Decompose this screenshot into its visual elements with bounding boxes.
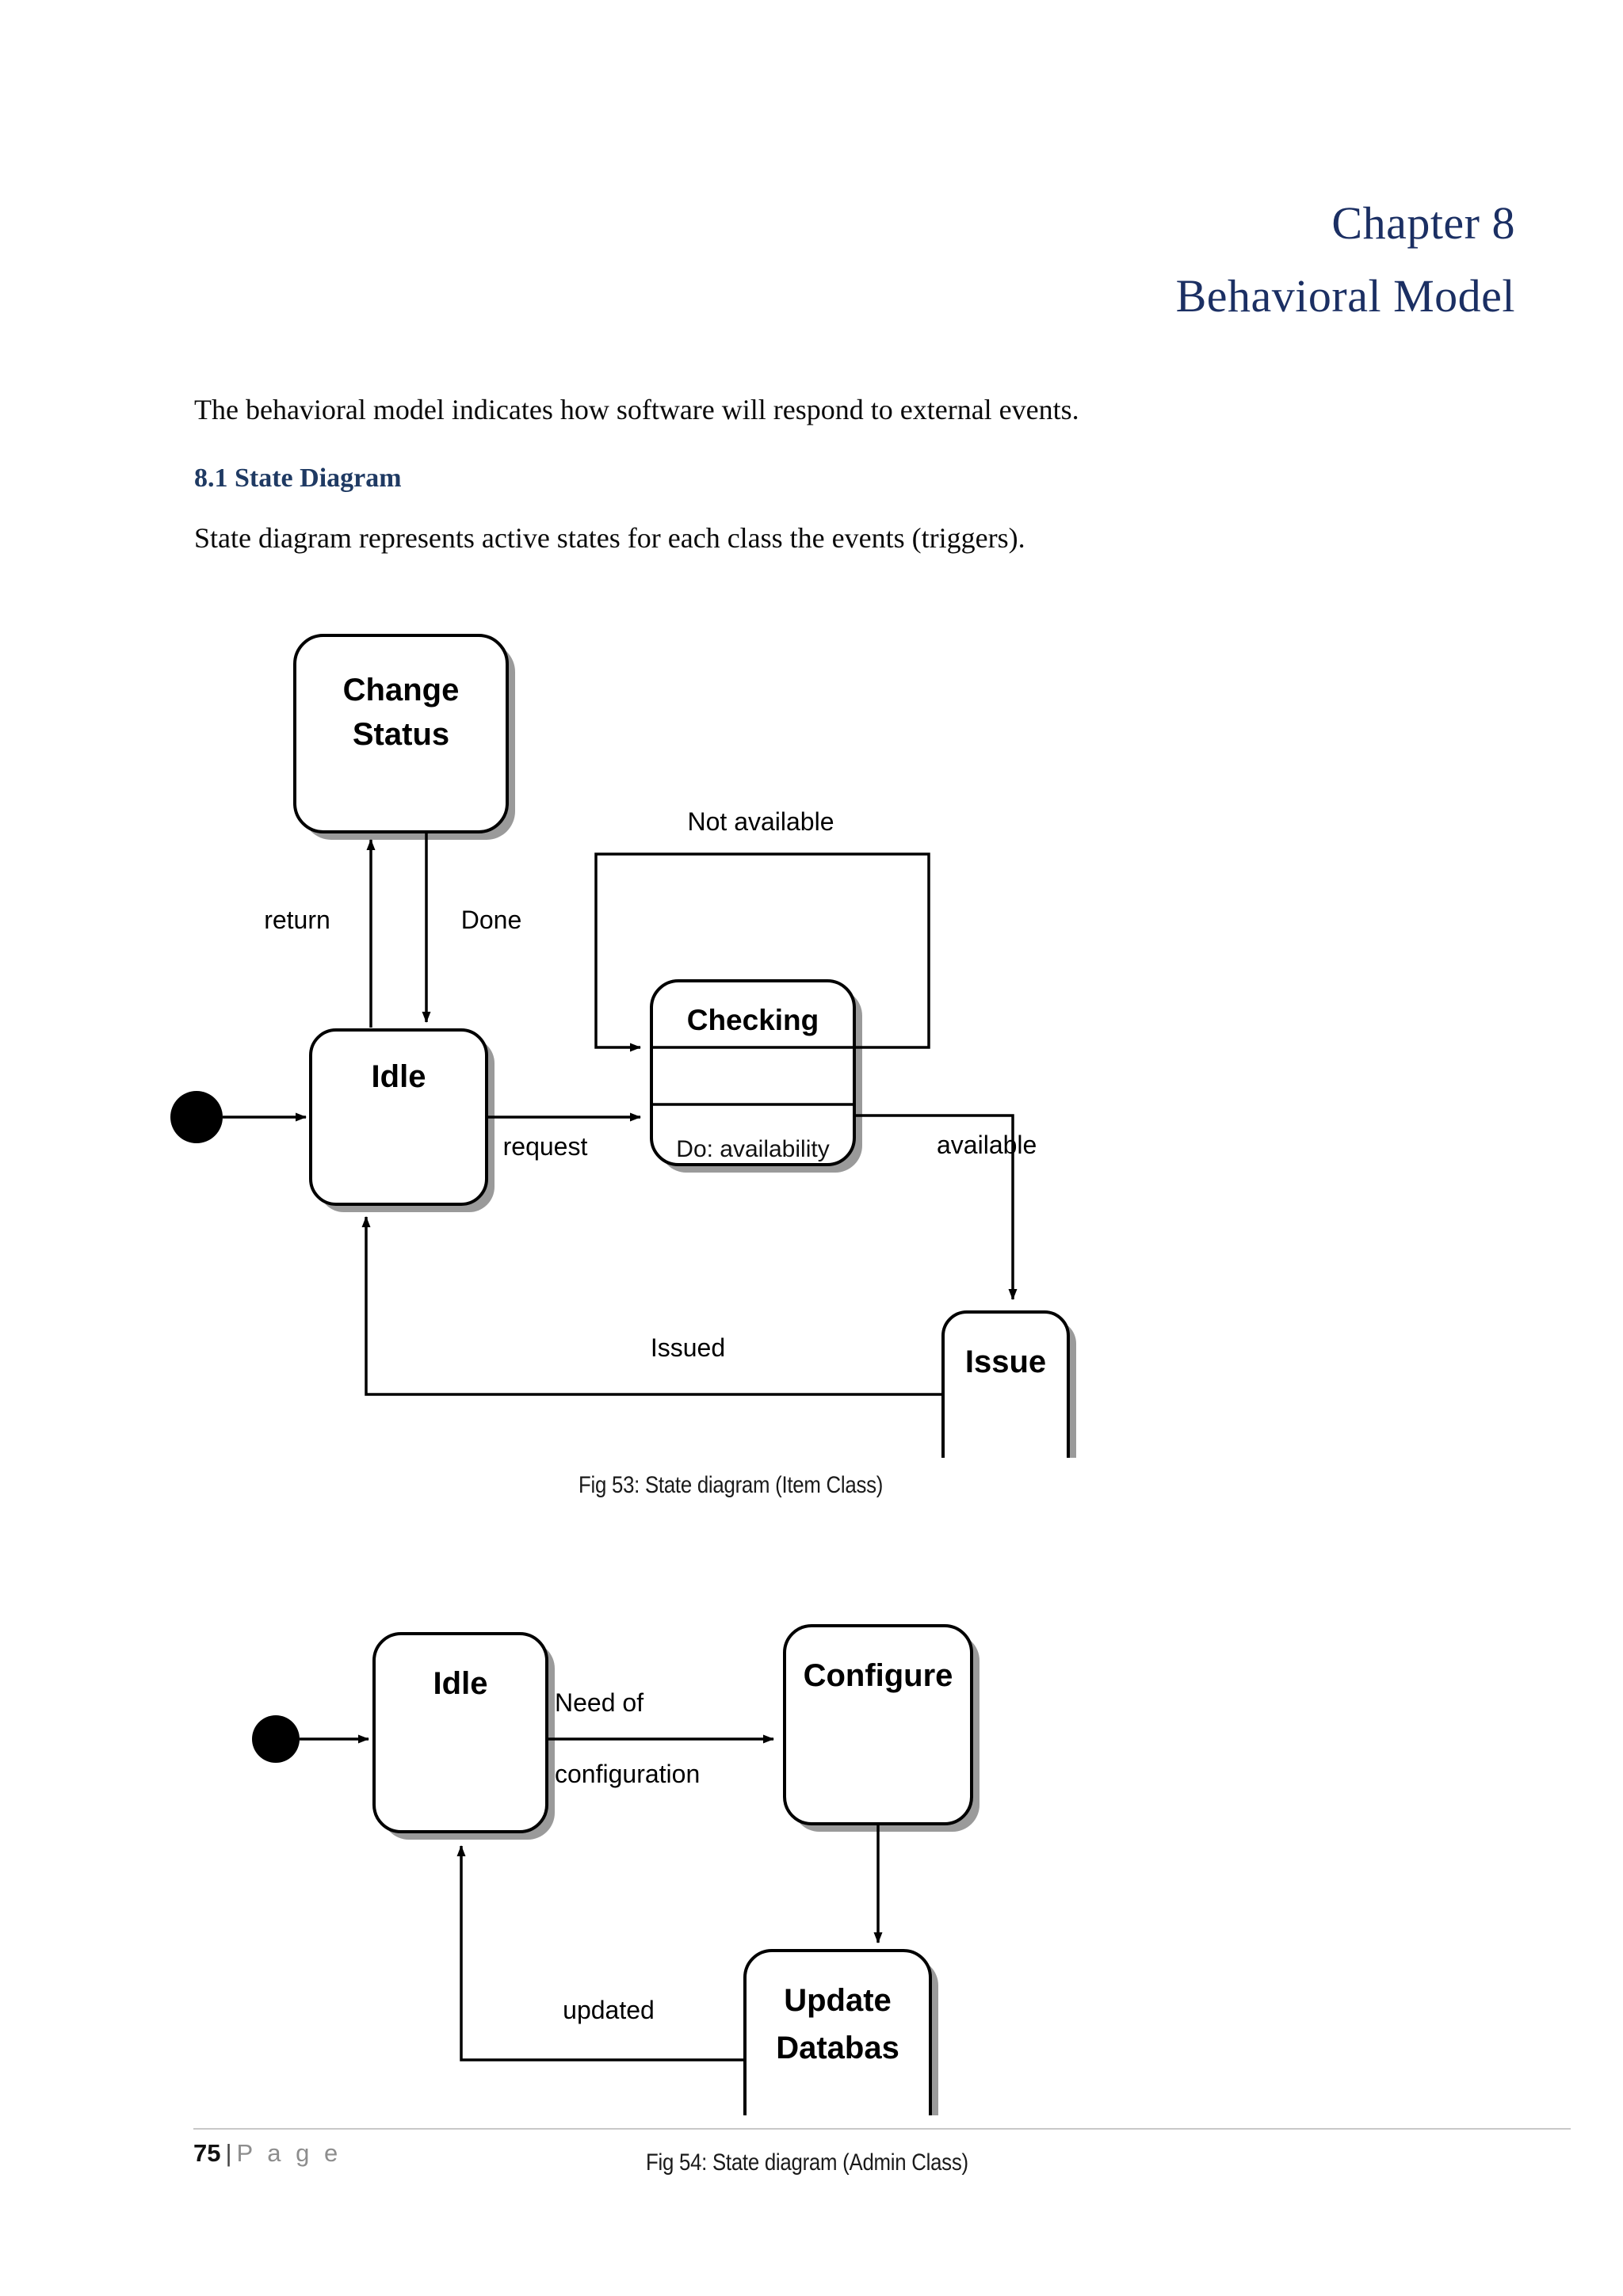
footer-separator: | xyxy=(225,2139,232,2167)
state-change-status-label-line2: Status xyxy=(353,717,449,752)
transition-updated-label: updated xyxy=(563,1996,655,2024)
transition-not-available-label: Not available xyxy=(688,807,834,836)
transition-not-available-arrow xyxy=(594,852,930,1052)
state-idle-label: Idle xyxy=(372,1059,426,1094)
state-issue-label: Issue xyxy=(965,1344,1046,1379)
chapter-number: Chapter 8 xyxy=(1331,197,1515,249)
state-update-database-label-line2: Databas xyxy=(776,2031,899,2065)
intro-paragraph: The behavioral model indicates how softw… xyxy=(194,394,1079,425)
state-idle[interactable] xyxy=(309,1028,488,1206)
figure-item-class-diagram: Change Status return Done Idle request xyxy=(158,602,1474,1496)
transition-done-label: Done xyxy=(461,906,522,934)
transition-return-label: return xyxy=(264,906,330,934)
figure-caption-fig54: Fig 54: State diagram (Admin Class) xyxy=(646,2149,968,2176)
footer-page-indicator: 75|P a g e xyxy=(193,2139,342,2168)
state-change-status[interactable] xyxy=(293,634,509,833)
transition-need-configuration-label-line1: Need of xyxy=(555,1688,643,1717)
state-change-status-label-line1: Change xyxy=(343,673,460,707)
transition-need-configuration-label-line2: configuration xyxy=(555,1760,700,1788)
transition-request-label: request xyxy=(503,1132,588,1161)
footer-page-number: 75 xyxy=(193,2139,221,2167)
footer-page-word: P a g e xyxy=(236,2139,342,2167)
state-idle[interactable] xyxy=(372,1632,548,1833)
state-checking-label: Checking xyxy=(687,1004,819,1036)
state-diagram-admin-class: Idle Need of configuration Configure Upd… xyxy=(252,1624,980,2149)
state-checking-do-activity: Do: availability xyxy=(676,1136,829,1162)
transition-available-arrow xyxy=(854,1114,1018,1300)
state-diagram-item-class: Change Status return Done Idle request xyxy=(170,634,1076,1496)
transition-issued-arrow xyxy=(361,1216,943,1396)
state-update-database-label-line1: Update xyxy=(784,1983,892,2018)
state-checking[interactable] xyxy=(650,979,856,1166)
chapter-heading: Chapter 8 Behavioral Model xyxy=(1176,196,1515,324)
figure-admin-class-diagram: Idle Need of configuration Configure Upd… xyxy=(238,1592,1125,2149)
state-configure-label: Configure xyxy=(804,1658,953,1693)
transition-updated-arrow xyxy=(456,1845,745,2061)
state-idle-label: Idle xyxy=(433,1666,488,1701)
figure-caption-fig53: Fig 53: State diagram (Item Class) xyxy=(579,1472,884,1498)
state-configure[interactable] xyxy=(783,1624,973,1825)
transition-available-label: available xyxy=(937,1131,1037,1159)
initial-state-marker xyxy=(170,1091,223,1143)
section-paragraph: State diagram represents active states f… xyxy=(194,522,1025,554)
footer-divider xyxy=(193,2128,1571,2130)
initial-state-marker xyxy=(252,1715,300,1763)
state-issue[interactable] xyxy=(941,1310,1070,1489)
chapter-title: Behavioral Model xyxy=(1175,270,1515,322)
transition-issued-label: Issued xyxy=(651,1333,725,1362)
section-heading-8-1: 8.1 State Diagram xyxy=(194,463,402,493)
